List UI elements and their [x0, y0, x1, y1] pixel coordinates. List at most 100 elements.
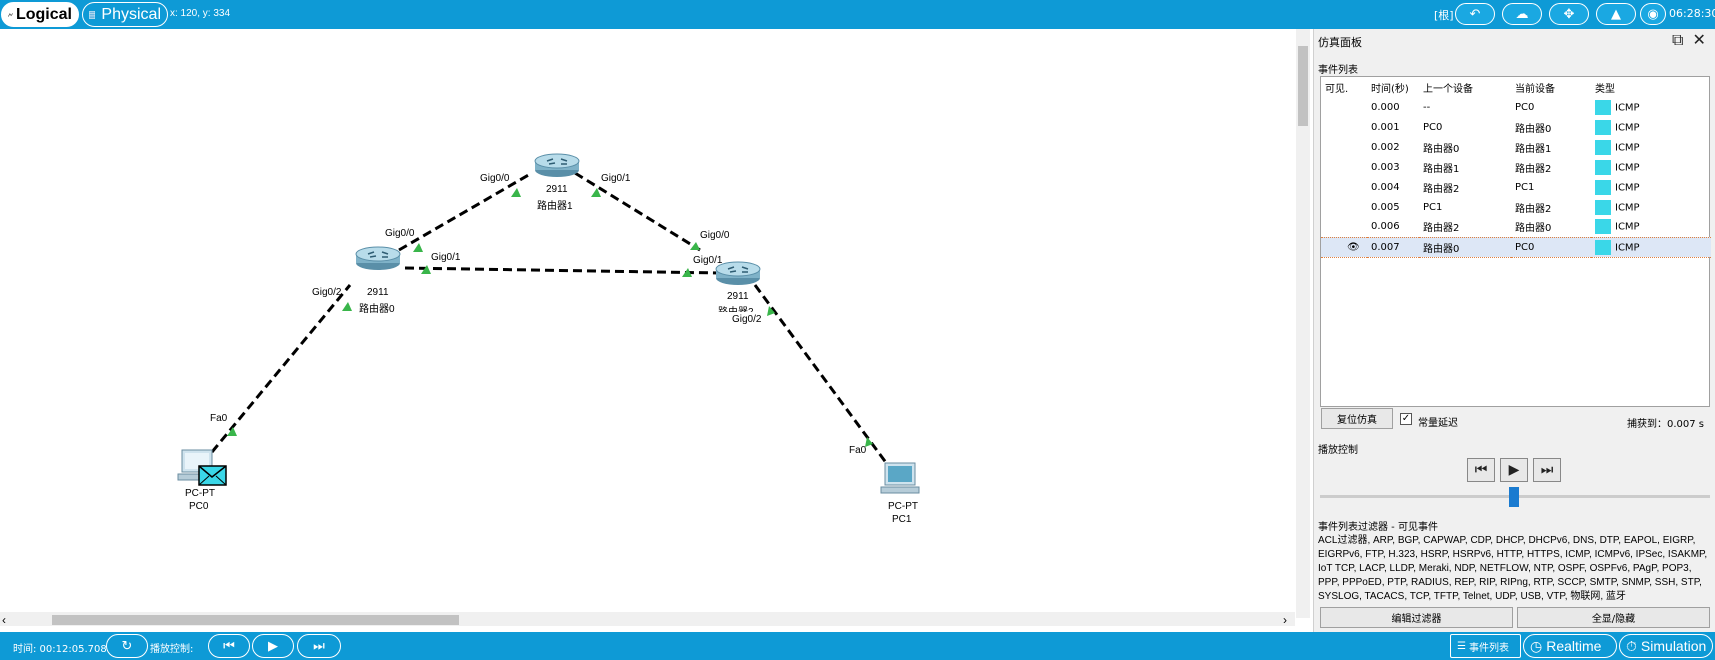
scroll-left-icon[interactable]: ‹	[2, 613, 6, 627]
panel-window-controls: ⧉ ✕	[1672, 30, 1706, 50]
event-type-text: ICMP	[1615, 221, 1640, 233]
type-color-swatch	[1595, 199, 1611, 215]
port-label: Gig0/1	[693, 255, 723, 266]
simulation-tab[interactable]: ⏱ Simulation	[1619, 634, 1713, 658]
event-curr-device: PC0	[1511, 236, 1591, 258]
link-up-indicator	[342, 302, 352, 311]
edit-filter-button[interactable]: 编辑过滤器	[1320, 607, 1513, 628]
event-time-text: 0.001	[1371, 121, 1400, 133]
event-curr-device-text: PC0	[1515, 241, 1535, 253]
physical-view-button[interactable]: Physical	[82, 2, 168, 27]
type-color-swatch	[1595, 139, 1611, 155]
event-type: ICMP	[1591, 236, 1711, 258]
panel-title: 仿真面板	[1318, 36, 1362, 49]
vertical-scroll-thumb[interactable]	[1298, 46, 1308, 126]
reset-time-button[interactable]: ↻	[106, 634, 148, 658]
device-model-label: 2911	[546, 184, 568, 195]
event-time-text: 0.005	[1371, 201, 1400, 213]
column-header[interactable]: 上一个设备	[1423, 83, 1473, 95]
bottom-step-back-button[interactable]: ⏮	[208, 634, 250, 658]
step-back-button[interactable]: ⏮	[1467, 458, 1495, 482]
root-label[interactable]: [根]	[1434, 9, 1454, 22]
event-row[interactable]: 0.001 PC0 路由器0 ICMP	[1321, 117, 1711, 137]
realtime-tab-label: Realtime	[1546, 638, 1602, 654]
event-type-text: ICMP	[1615, 122, 1640, 133]
column-header[interactable]: 可见.	[1325, 83, 1349, 95]
event-curr-device: 路由器0	[1511, 117, 1591, 137]
event-list-tab[interactable]: ☰ 事件列表	[1450, 634, 1521, 658]
event-type: ICMP	[1591, 177, 1711, 197]
link-up-indicator	[227, 427, 237, 436]
captured-time-label: 捕获到：0.007 s	[1627, 419, 1705, 430]
bottom-play-button[interactable]: ▶	[252, 634, 294, 658]
reset-simulation-button[interactable]: 复位仿真	[1321, 408, 1393, 429]
scroll-right-icon[interactable]: ›	[1283, 613, 1287, 627]
device-model-label: PC-PT	[185, 488, 215, 499]
column-header[interactable]: 类型	[1595, 83, 1615, 95]
event-time-text: 0.000	[1371, 101, 1400, 113]
event-time: 0.003	[1367, 157, 1419, 177]
port-label: Gig0/0	[480, 173, 510, 184]
event-time-text: 0.007	[1371, 241, 1400, 253]
viewport-icon[interactable]: ◉	[1640, 3, 1666, 25]
physical-icon	[89, 10, 96, 19]
horizontal-scroll-thumb[interactable]	[52, 615, 459, 625]
filter-title: 事件列表过滤器 - 可见事件	[1318, 522, 1438, 533]
event-type: ICMP	[1591, 97, 1711, 117]
event-type-text: ICMP	[1615, 162, 1640, 173]
eye-icon[interactable]: 👁	[1347, 241, 1360, 253]
visible-cell	[1321, 157, 1367, 177]
event-prev-device: 路由器0	[1419, 236, 1511, 258]
restore-icon[interactable]: ⧉	[1672, 30, 1684, 49]
clock-icon: ◷	[1530, 637, 1543, 654]
speed-slider-thumb[interactable]	[1509, 487, 1519, 507]
constant-delay-checkbox[interactable]: ✓	[1400, 413, 1412, 425]
close-icon[interactable]: ✕	[1692, 30, 1706, 49]
device-name-label: 路由器1	[537, 201, 573, 212]
link-r0-r2	[404, 266, 721, 275]
event-type-text: ICMP	[1615, 102, 1640, 113]
event-curr-device-text: 路由器2	[1515, 203, 1552, 215]
port-label: Gig0/0	[700, 230, 730, 241]
event-time: 0.004	[1367, 177, 1419, 197]
cloud-icon[interactable]: ☁	[1502, 3, 1542, 25]
type-color-swatch	[1595, 219, 1611, 235]
show-all-hide-button[interactable]: 全显/隐藏	[1517, 607, 1710, 628]
background-image-icon[interactable]: ▲	[1596, 3, 1636, 25]
port-label: Fa0	[210, 413, 228, 424]
event-row[interactable]: 👁 0.007 路由器0 PC0 ICMP	[1321, 236, 1711, 258]
realtime-tab[interactable]: ◷ Realtime	[1523, 634, 1617, 658]
event-list-label: 事件列表	[1318, 65, 1358, 76]
logical-view-button[interactable]: Logical	[1, 2, 79, 27]
event-time-text: 0.002	[1371, 141, 1400, 153]
play-button[interactable]: ▶	[1500, 458, 1528, 482]
bottom-step-forward-button[interactable]: ⏭	[297, 634, 341, 658]
column-header[interactable]: 时间(秒)	[1371, 83, 1409, 95]
visible-cell: 👁	[1321, 236, 1367, 258]
workspace-canvas[interactable]: Gig0/0 Gig0/1 Gig0/0 Gig0/1 Gig0/2 Gig0/…	[0, 29, 1295, 618]
event-prev-device-text: PC1	[1423, 201, 1443, 213]
step-forward-button[interactable]: ⏭	[1533, 458, 1561, 482]
visible-cell	[1321, 137, 1367, 157]
visible-cell	[1321, 217, 1367, 237]
event-prev-device-text: PC0	[1423, 121, 1443, 133]
type-color-swatch	[1595, 119, 1611, 135]
column-header[interactable]: 当前设备	[1515, 83, 1555, 95]
event-prev-device: PC0	[1419, 117, 1511, 137]
back-arrow-icon[interactable]: ↶	[1455, 3, 1495, 25]
event-prev-device: 路由器1	[1419, 157, 1511, 177]
device-name-label: PC0	[189, 501, 209, 512]
vertical-scrollbar[interactable]	[1296, 29, 1310, 618]
link-r0-r1	[398, 171, 533, 252]
type-color-swatch	[1595, 179, 1611, 195]
port-label: Gig0/2	[312, 287, 342, 298]
port-label: Gig0/1	[431, 252, 461, 263]
move-icon[interactable]: ✥	[1549, 3, 1589, 25]
